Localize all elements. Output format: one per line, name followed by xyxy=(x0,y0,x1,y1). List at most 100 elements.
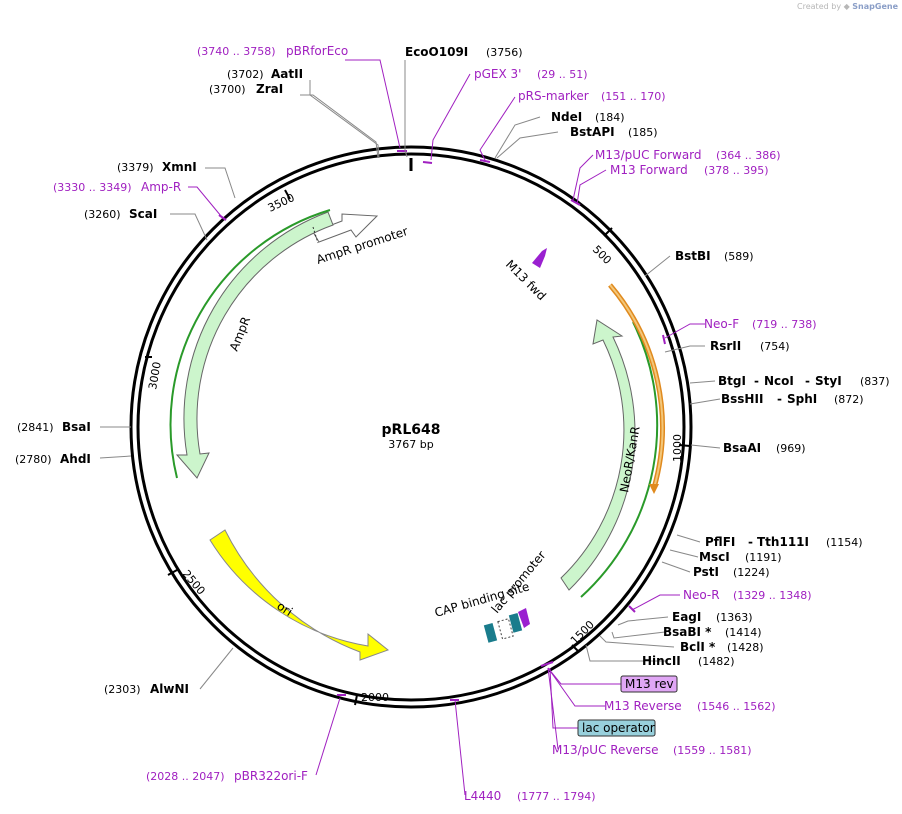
tick-marks xyxy=(145,189,691,706)
site-psti-pos: (1224) xyxy=(733,566,770,579)
site-scai-pos: (3260) xyxy=(84,208,121,221)
credit-prefix: Created by xyxy=(797,2,842,11)
site-ndei-pos: (184) xyxy=(595,111,625,124)
site-alwni-pos: (2303) xyxy=(104,683,141,696)
lac-operator-box xyxy=(508,613,523,633)
primer-amp-r-range: (3330 .. 3349) xyxy=(53,181,132,194)
primer-l4440-range: (1777 .. 1794) xyxy=(517,790,596,803)
site-ecoo109i-name: EcoO109I xyxy=(405,45,468,59)
primer-m13-forward-name: M13 Forward xyxy=(610,163,688,177)
site-aatii-pos: (3702) xyxy=(227,68,264,81)
site-bsai-pos: (2841) xyxy=(17,421,54,434)
m13-fwd-arrow xyxy=(532,248,547,268)
feature-label-neor-kanr: NeoR/KanR xyxy=(617,425,642,493)
credit-brand: SnapGene xyxy=(852,2,898,11)
tick-label-1000: 1000 xyxy=(671,434,684,462)
ampr-promoter-arrow xyxy=(312,213,379,243)
site-bstapi-pos: (185) xyxy=(628,126,658,139)
snapgene-logo-icon: ◆ xyxy=(843,2,850,11)
site-ncoi-name: NcoI xyxy=(764,374,794,388)
ampr-promoter-boundary xyxy=(312,226,319,244)
primer-prs-marker-name: pRS-marker xyxy=(518,89,589,103)
primer-pbrforeco-name: pBRforEco xyxy=(286,44,348,58)
site-bcli-pos: (1428) xyxy=(727,641,764,654)
site-rsrii-name: RsrII xyxy=(710,339,741,353)
site-bsshii-name: BssHII xyxy=(721,392,763,406)
primer-pbrforeco-range: (3740 .. 3758) xyxy=(197,45,276,58)
primer-m13-forward-range: (378 .. 395) xyxy=(704,164,769,177)
plasmid-name: pRL648 xyxy=(382,422,441,438)
ampr-arc-highlight xyxy=(169,209,331,479)
site-bstbi-pos: (589) xyxy=(724,250,754,263)
site-msci-pos: (1191) xyxy=(745,551,782,564)
site-bsaai-name: BsaAI xyxy=(723,441,761,455)
site-eagi-pos: (1363) xyxy=(716,611,753,624)
primer-neo-f-name: Neo-F xyxy=(704,317,739,331)
site-btgi-pos: (837) xyxy=(860,375,890,388)
site-separator-1: - xyxy=(754,374,759,388)
tick-label-3000: 3000 xyxy=(146,361,164,391)
site-pflfi-name: PflFI xyxy=(705,535,735,549)
primer-m13-puc-reverse-range: (1559 .. 1581) xyxy=(673,744,752,757)
plasmid-length: 3767 bp xyxy=(388,438,433,451)
site-scai-name: ScaI xyxy=(129,207,157,221)
site-pflfi-pos: (1154) xyxy=(826,536,863,549)
primer-neo-r-name: Neo-R xyxy=(683,588,720,602)
lac-promoter-box xyxy=(497,618,514,640)
ampr-arrow xyxy=(175,211,334,479)
primer-l4440-name: L4440 xyxy=(464,789,501,803)
site-msci-name: MscI xyxy=(699,550,730,564)
primer-marks xyxy=(218,150,666,701)
site-bsabi-name: BsaBI * xyxy=(663,625,712,639)
m13-rev-arrow xyxy=(518,608,530,628)
backbone-inner-ring xyxy=(136,152,686,702)
neo-orange-arrowhead xyxy=(649,484,659,494)
site-bcli-name: BclI * xyxy=(680,640,716,654)
primer-m13-reverse-range: (1546 .. 1562) xyxy=(697,700,776,713)
primer-prs-marker-range: (151 .. 170) xyxy=(601,90,666,103)
site-zrai-pos: (3700) xyxy=(209,83,246,96)
site-bsai-name: BsaI xyxy=(62,420,91,434)
primer-m13-puc-reverse-name: M13/pUC Reverse xyxy=(552,743,659,757)
site-bsaai-pos: (969) xyxy=(776,442,806,455)
primer-neo-f-range: (719 .. 738) xyxy=(752,318,817,331)
primer-pgex3-name: pGEX 3' xyxy=(474,67,521,81)
site-leader-lines xyxy=(99,60,721,690)
feature-label-ampr: AmpR xyxy=(227,315,253,353)
ori-arrow xyxy=(209,529,390,661)
primer-pbr322ori-f-name: pBR322ori-F xyxy=(234,769,308,783)
primer-neo-r-range: (1329 .. 1348) xyxy=(733,589,812,602)
site-ahdi-pos: (2780) xyxy=(15,453,52,466)
site-zrai-name: ZraI xyxy=(256,82,283,96)
site-bsshii-pos: (872) xyxy=(834,393,864,406)
site-psti-name: PstI xyxy=(693,565,719,579)
site-rsrii-pos: (754) xyxy=(760,340,790,353)
site-separator-4: - xyxy=(748,535,753,549)
site-hincii-pos: (1482) xyxy=(698,655,735,668)
neor-arc-highlight xyxy=(580,321,659,598)
site-ahdi-name: AhdI xyxy=(60,452,91,466)
site-bsabi-pos: (1414) xyxy=(725,626,762,639)
cap-binding-site-box xyxy=(483,623,498,643)
site-styi-name: StyI xyxy=(815,374,842,388)
primer-amp-r-name: Amp-R xyxy=(141,180,181,194)
feature-label-m13-fwd: M13 fwd xyxy=(503,257,549,303)
snapgene-credit: Created by ◆ SnapGene xyxy=(797,2,898,11)
tick-label-2000: 2000 xyxy=(361,691,389,704)
neor-kanr-arrow xyxy=(560,319,636,591)
site-bstbi-name: BstBI xyxy=(675,249,711,263)
primer-leader-lines xyxy=(188,59,705,796)
m13-rev-box xyxy=(620,675,678,693)
site-ndei-name: NdeI xyxy=(551,110,582,124)
site-bstapi-name: BstAPI xyxy=(570,125,615,139)
site-tth111i-name: Tth111I xyxy=(757,535,809,549)
primer-pgex3-range: (29 .. 51) xyxy=(537,68,588,81)
site-aatii-name: AatII xyxy=(271,67,303,81)
site-xmni-name: XmnI xyxy=(162,160,197,174)
site-sphi-name: SphI xyxy=(787,392,817,406)
primer-m13-puc-forward-range: (364 .. 386) xyxy=(716,149,781,162)
primer-m13-puc-forward-name: M13/pUC Forward xyxy=(595,148,702,162)
site-alwni-name: AlwNI xyxy=(150,682,189,696)
primer-m13-reverse-name: M13 Reverse xyxy=(604,699,682,713)
